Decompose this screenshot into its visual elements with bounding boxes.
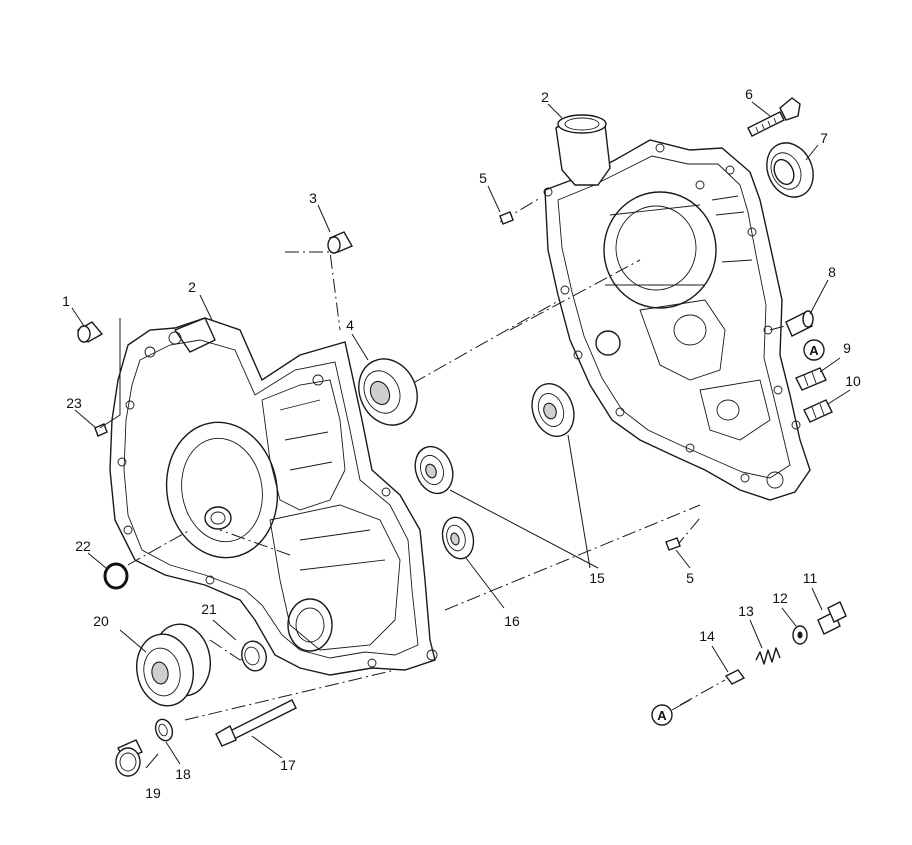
label-part-16: 16: [504, 613, 520, 629]
part-14-plunger: [724, 669, 746, 685]
part-15-bearing-left: [414, 445, 454, 495]
part-22-o-ring: [103, 562, 129, 590]
label-part-17: 17: [280, 757, 296, 773]
part-16-bearing: [441, 516, 475, 560]
label-part-5-lower: 5: [686, 570, 694, 586]
part-17-bolt: [215, 699, 297, 747]
callout-a-upper-text: A: [809, 343, 819, 358]
part-19-drain-plug: [115, 739, 143, 777]
label-part-22: 22: [75, 538, 91, 554]
label-part-5-upper: 5: [479, 170, 487, 186]
part-number-labels: 1 2 2 3 4 5 5 6 7 8 9 10 11 12 13 14 15 …: [62, 86, 861, 801]
label-part-1: 1: [62, 293, 70, 309]
part-23-dowel-pin: [94, 423, 108, 437]
part-7-oil-seal: [766, 142, 814, 198]
callout-a-upper: A: [803, 339, 825, 361]
label-part-6: 6: [745, 86, 753, 102]
callout-a-lower-text: A: [657, 708, 667, 723]
left-crankcase-half: [109, 317, 438, 676]
label-part-10: 10: [845, 373, 861, 389]
part-5-dowel-pin-upper: [499, 211, 514, 225]
label-part-8: 8: [828, 264, 836, 280]
part-4-bearing: [358, 358, 418, 426]
part-5-dowel-pin-lower: [665, 537, 681, 551]
label-part-18: 18: [175, 766, 191, 782]
part-15-bearing-right: [531, 383, 575, 437]
part-21-seal: [241, 640, 267, 672]
label-part-9: 9: [843, 340, 851, 356]
assembly-centerlines: [127, 197, 801, 721]
part-20-rotor: [136, 623, 211, 707]
part-10-fitting: [803, 399, 833, 423]
label-part-4: 4: [346, 317, 354, 333]
label-part-12: 12: [772, 590, 788, 606]
part-18-washer: [154, 718, 174, 742]
callout-a-lower: A: [651, 704, 673, 726]
label-part-7: 7: [820, 130, 828, 146]
part-13-spring: [755, 647, 781, 665]
part-12-washer: [792, 625, 808, 645]
label-part-19: 19: [145, 785, 161, 801]
label-part-13: 13: [738, 603, 754, 619]
label-part-15: 15: [589, 570, 605, 586]
label-part-23: 23: [66, 395, 82, 411]
label-part-11: 11: [803, 570, 818, 586]
part-3-bushing: [327, 231, 353, 254]
label-part-2-left: 2: [188, 279, 196, 295]
label-part-14: 14: [699, 628, 715, 644]
right-crankcase-half: [543, 114, 811, 501]
part-11-plug: [817, 601, 847, 635]
label-part-2-right: 2: [541, 89, 549, 105]
label-part-21: 21: [201, 601, 217, 617]
label-part-3: 3: [309, 190, 317, 206]
part-1-bushing: [76, 321, 104, 343]
part-8-plug: [785, 310, 814, 337]
part-6-bolt: [747, 97, 801, 137]
label-part-20: 20: [93, 613, 109, 629]
part-9-fitting: [795, 367, 827, 391]
leader-lines: [71, 101, 851, 769]
